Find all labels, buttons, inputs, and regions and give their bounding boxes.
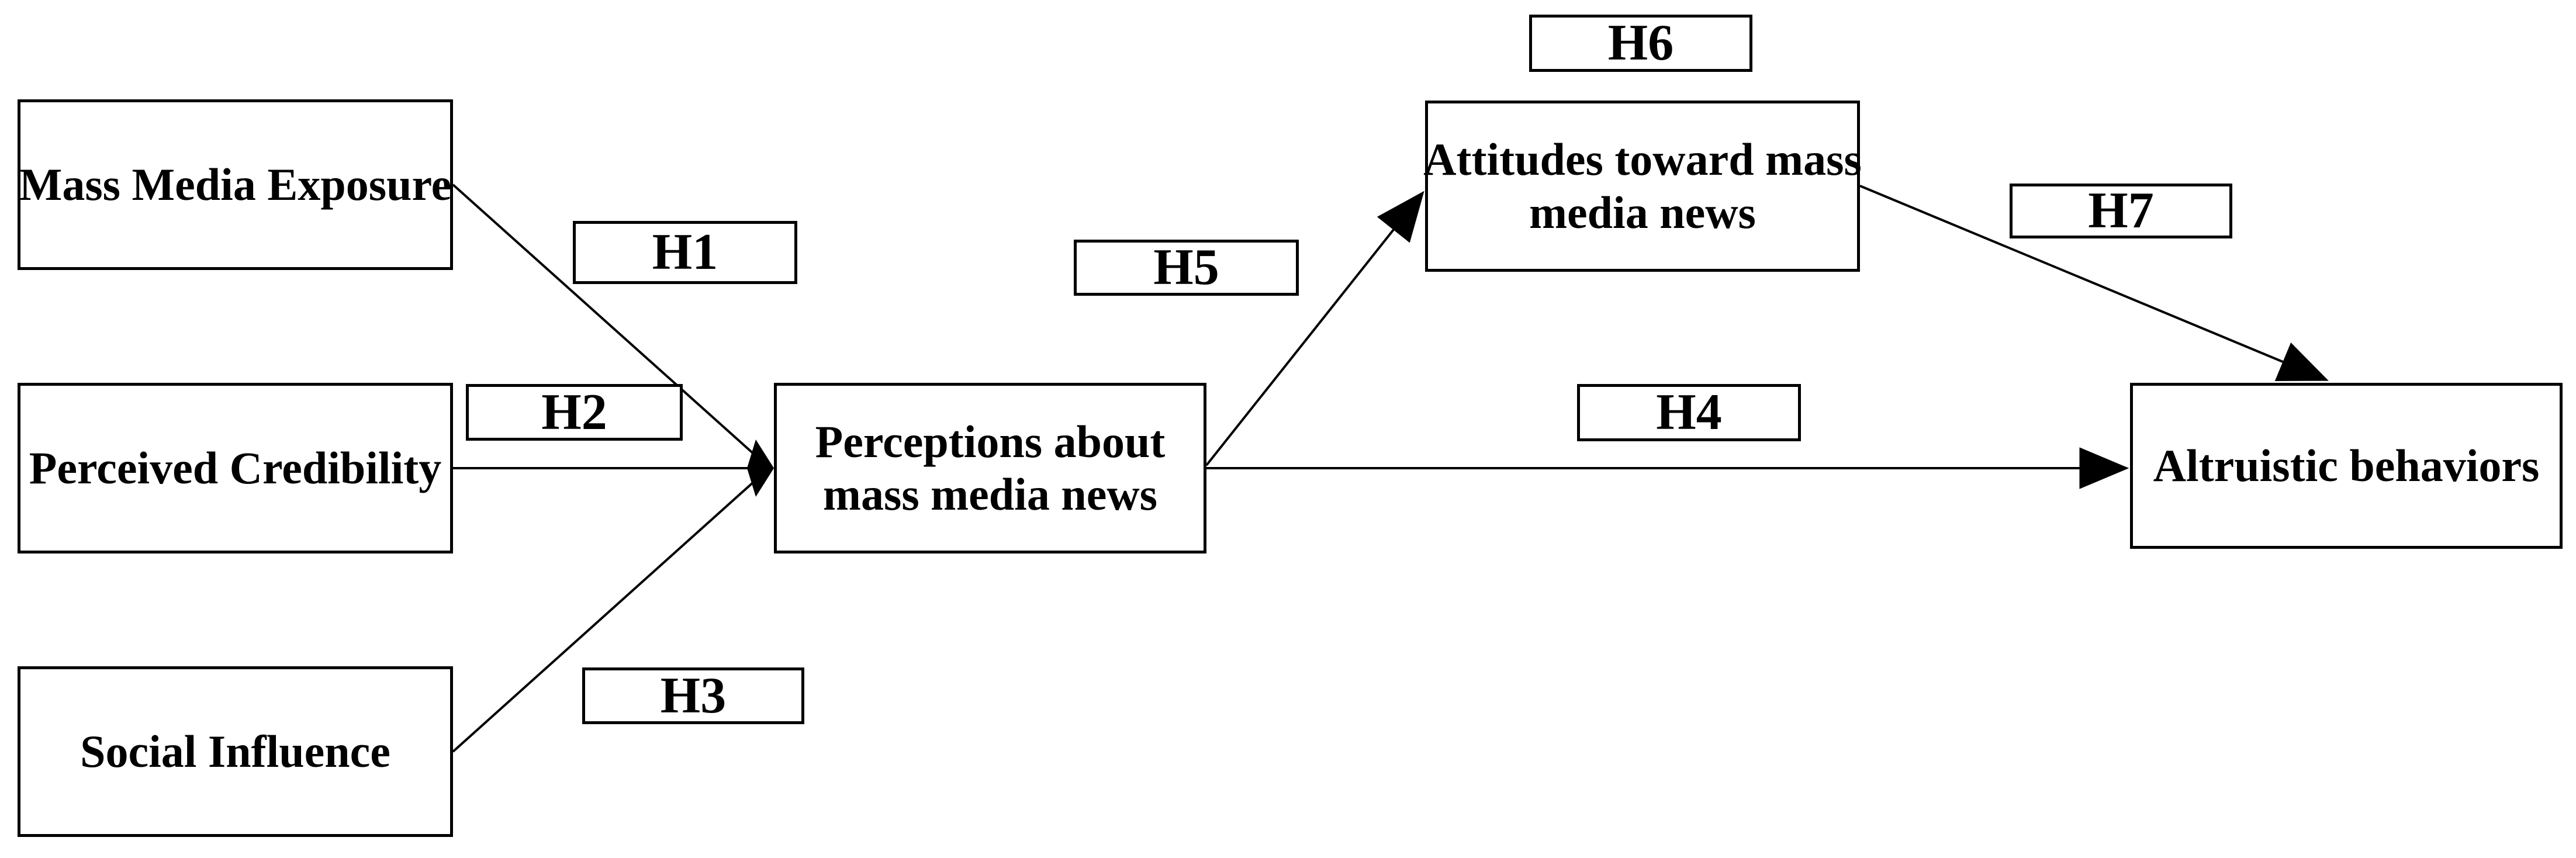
node-altruistic-behaviors: Altruistic behaviors [2130,383,2563,549]
node-social-influence: Social Influence [18,666,453,837]
node-perceptions-about-mass-media-news: Perceptions about mass media news [774,383,1206,553]
hypothesis-text: H1 [652,224,718,281]
node-label-line1: Perceptions about [815,416,1166,467]
arrow-h7-line [1859,185,2329,381]
arrow-h3-line [452,470,767,753]
node-label: Mass Media Exposure [19,158,452,210]
hypothesis-label-h7: H7 [2010,184,2232,238]
node-label-line1: Attitudes toward mass [1423,134,1862,185]
hypothesis-text: H2 [541,383,607,441]
hypothesis-label-h6: H6 [1529,15,1752,72]
hypothesis-text: H3 [660,667,727,724]
hypothesis-text: H6 [1607,15,1674,71]
arrow-h5-line [1205,191,1424,466]
node-label-line2: mass media news [822,469,1157,520]
node-label: Social Influence [80,725,390,777]
arrow-h1-line [452,184,767,466]
node-label: Perceived Credibility [29,442,442,493]
hypothesis-label-h2: H2 [466,384,683,441]
node-label-line2: media news [1529,186,1756,238]
hypothesis-text: H5 [1153,239,1219,296]
hypothesis-label-h4: H4 [1577,384,1801,441]
hypothesis-label-h3: H3 [582,667,804,724]
hypothesis-text: H7 [2088,182,2154,239]
node-perceived-credibility: Perceived Credibility [18,383,453,553]
node-attitudes-toward-mass-media-news: Attitudes toward mass media news [1423,101,1862,272]
hypothesis-label-h5: H5 [1074,240,1299,296]
node-label: Altruistic behaviors [2153,440,2540,491]
hypothesis-text: H4 [1656,384,1722,441]
hypothesis-label-h1: H1 [573,221,797,284]
node-mass-media-exposure: Mass Media Exposure [18,99,453,270]
converging-arrowhead-icon [747,440,774,497]
